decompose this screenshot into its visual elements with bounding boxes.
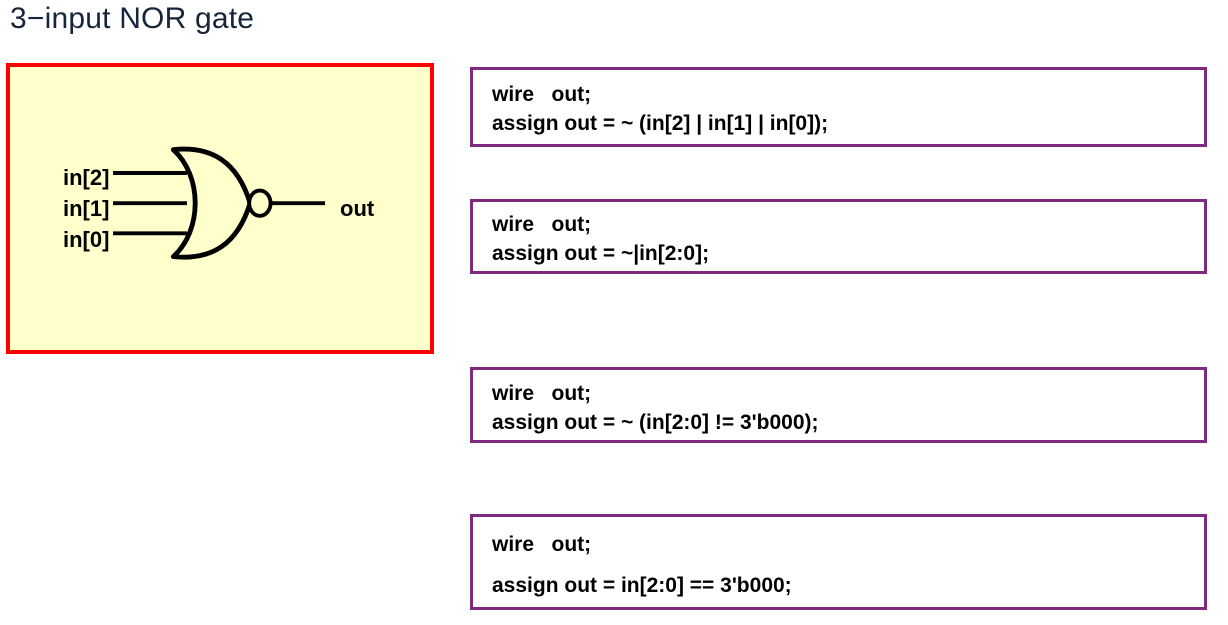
- code-line: wire out;: [492, 83, 592, 106]
- code-line: assign out = ~|in[2:0];: [492, 242, 710, 265]
- code-line: assign out = in[2:0] == 3'b000;: [492, 574, 792, 597]
- page-title: 3−input NOR gate: [10, 2, 255, 35]
- code-line: assign out = ~ (in[2:0] != 3'b000);: [492, 411, 819, 434]
- code-block-4: wire out; assign out = in[2:0] == 3'b000…: [470, 514, 1207, 610]
- output-label-out: out: [340, 196, 375, 221]
- code-line: assign out = ~ (in[2] | in[1] | in[0]);: [492, 112, 829, 135]
- input-label-in0: in[0]: [63, 227, 110, 252]
- code-line: wire out;: [492, 533, 592, 556]
- code-block-1: wire out; assign out = ~ (in[2] | in[1] …: [470, 67, 1207, 147]
- inversion-bubble-icon: [247, 188, 273, 218]
- input-label-in2: in[2]: [63, 165, 110, 190]
- code-block-2: wire out; assign out = ~|in[2:0];: [470, 199, 1207, 274]
- nor-gate-diagram-panel: in[2] in[1] in[0] out: [6, 63, 434, 354]
- code-line: wire out;: [492, 213, 592, 236]
- nor-gate-schematic: [113, 146, 326, 260]
- input-label-in1: in[1]: [63, 196, 110, 221]
- code-line: wire out;: [492, 382, 592, 405]
- or-gate-body: [170, 146, 253, 260]
- code-block-3: wire out; assign out = ~ (in[2:0] != 3'b…: [470, 367, 1207, 443]
